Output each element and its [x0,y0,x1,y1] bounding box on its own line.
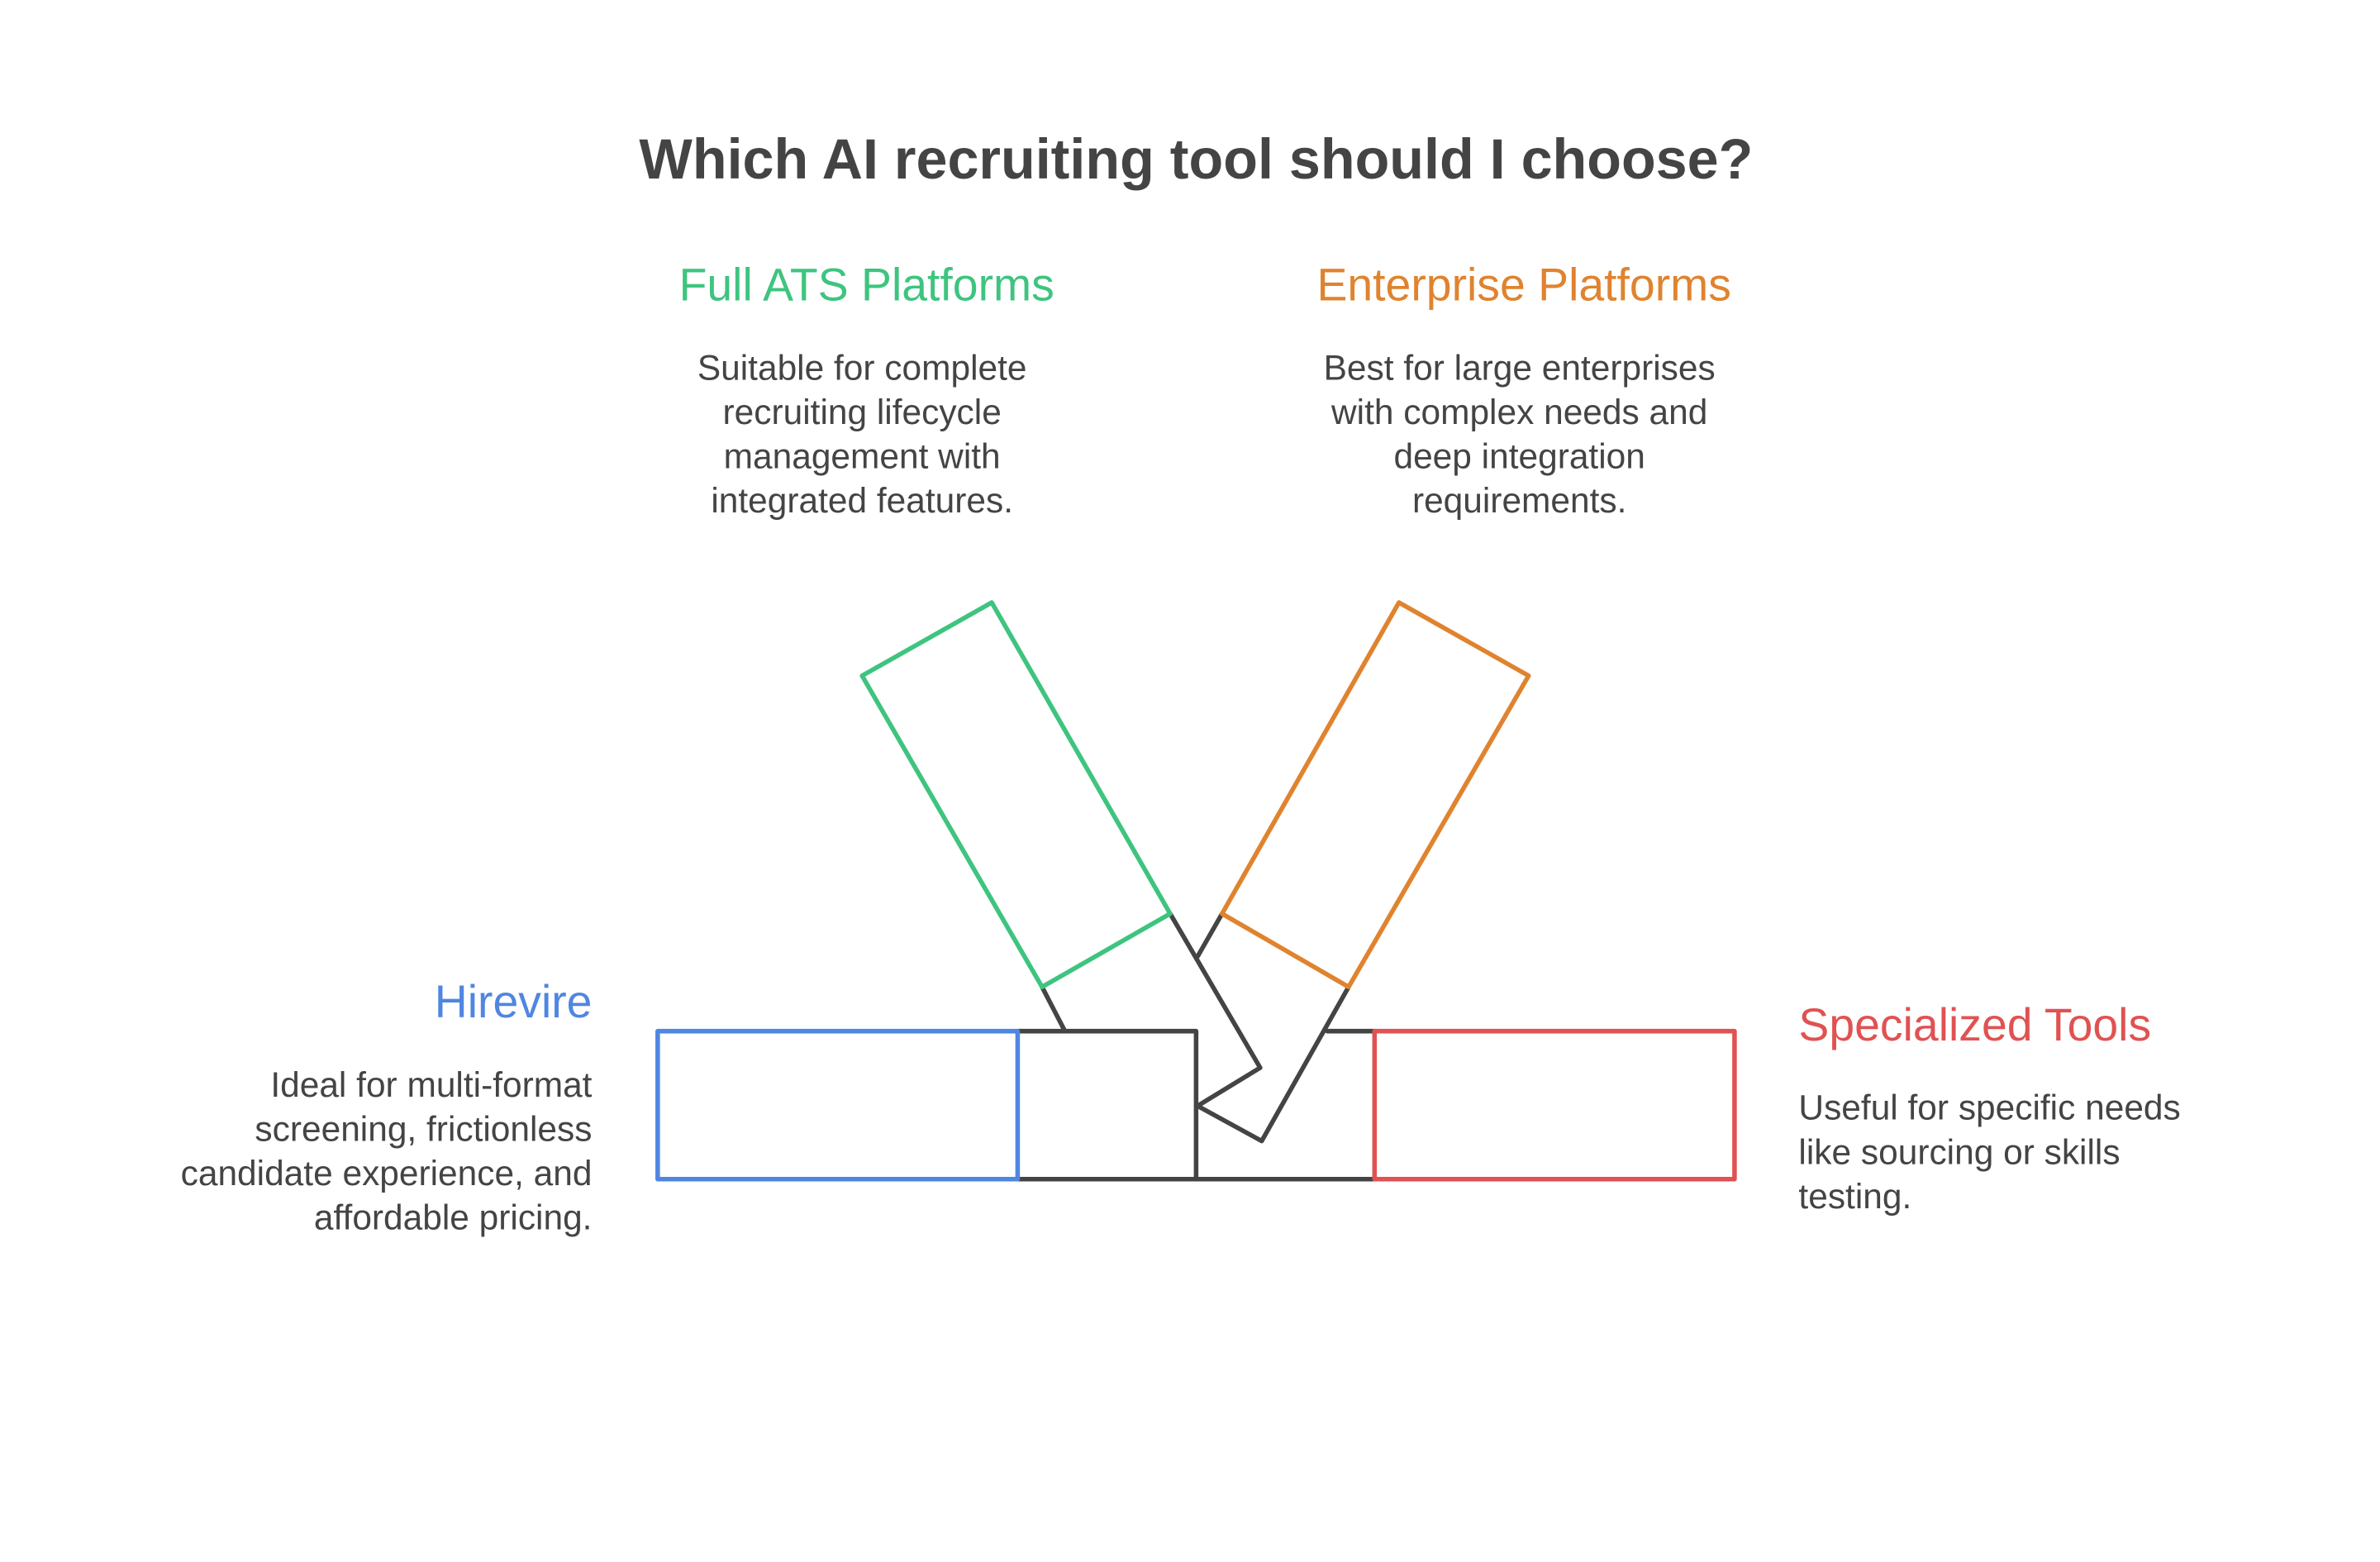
full-ats-line: Suitable for complete [697,349,1027,388]
connector-structure [1015,911,1378,1182]
hirevire-line: Ideal for multi-format [270,1065,592,1104]
option-specialized: Specialized Tools Useful for specific ne… [1798,999,2180,1216]
page-title: Which AI recruiting tool should I choose… [639,128,1753,191]
enterprise-line: Best for large enterprises [1324,349,1716,388]
full-ats-arm [859,600,1173,989]
specialized-line: like sourcing or skills [1798,1132,2120,1171]
specialized-line: Useful for specific needs [1798,1088,2180,1127]
hirevire-line: screening, frictionless [255,1110,592,1149]
hirevire-line: affordable pricing. [314,1198,593,1237]
hirevire-line: candidate experience, and [181,1154,593,1193]
center-box-left [1015,1028,1199,1182]
enterprise-line: deep integration [1393,437,1645,476]
green-arm-stem [1040,911,1263,1108]
full-ats-line: management with [724,437,1001,476]
enterprise-line: with complex needs and [1330,393,1707,431]
option-hirevire: Hirevire Ideal for multi-format screenin… [181,976,593,1237]
hirevire-heading: Hirevire [435,976,593,1027]
enterprise-heading: Enterprise Platforms [1316,260,1730,311]
specialized-line: testing. [1798,1177,1911,1216]
specialized-box [1372,1028,1737,1182]
orange-arm-stem [1195,911,1351,1144]
enterprise-line: requirements. [1412,481,1626,520]
option-enterprise: Enterprise Platforms Best for large ente… [1316,260,1730,521]
full-ats-heading: Full ATS Platforms [679,260,1054,311]
full-ats-line: integrated features. [711,481,1013,520]
specialized-heading: Specialized Tools [1798,999,2151,1050]
hirevire-box [655,1028,1021,1182]
full-ats-line: recruiting lifecycle [723,393,1002,431]
enterprise-arm [1219,600,1531,989]
option-full-ats: Full ATS Platforms Suitable for complete… [679,260,1054,521]
center-box-right [1193,1028,1378,1182]
